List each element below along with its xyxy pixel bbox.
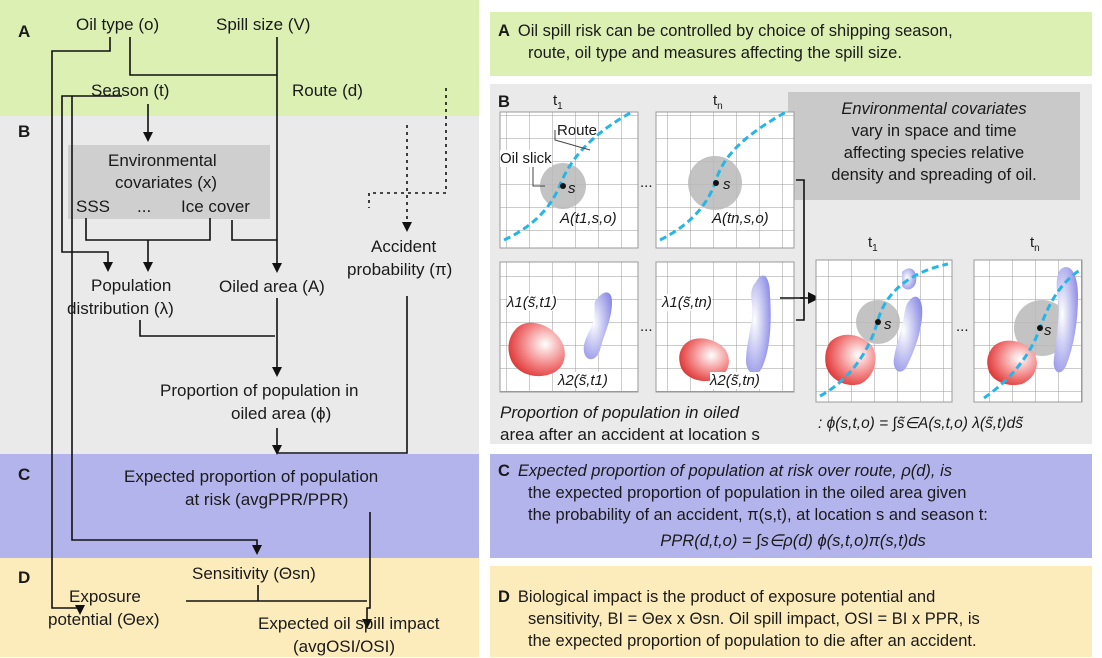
- node-oil-type: Oil type (o): [76, 15, 160, 34]
- flow-connectors: [51, 37, 447, 629]
- env-note-line4: density and spreading of oil.: [831, 166, 1037, 184]
- env-covariates-note: [788, 92, 1080, 200]
- map-species-t1: [499, 261, 639, 393]
- label-area-tn: A(tn,s,o): [712, 210, 769, 227]
- box-d-line3: the expected proportion of population to…: [528, 632, 977, 650]
- label-lambda1-tn: λ1(s̃,tn): [662, 294, 712, 311]
- label-lambda1-t1: λ1(s̃,t1): [507, 294, 557, 311]
- env-ellipsis: ...: [137, 197, 152, 216]
- node-exposure-potential-1: Exposure: [69, 587, 141, 606]
- dots-bottom: ...: [640, 318, 653, 335]
- env-covariates-title-1: Environmental: [108, 151, 217, 170]
- node-spill-size: Spill size (V): [216, 15, 311, 34]
- node-oiled-area: Oiled area (A): [219, 277, 325, 296]
- node-sensitivity: Sensitivity (Θsn): [192, 564, 316, 583]
- box-b-caption-line1: Proportion of population in oiled: [500, 403, 740, 422]
- label-t1-top: t1: [553, 92, 563, 112]
- box-a-letter: A: [498, 22, 510, 40]
- label-oil-slick: Oil slick: [500, 150, 552, 167]
- box-d-line1: Biological impact is the product of expo…: [517, 588, 936, 606]
- node-population-distribution-1: Population: [91, 276, 172, 295]
- label-s-t1: s: [568, 180, 576, 197]
- box-c-line3: the probability of an accident, π(s,t), …: [528, 506, 988, 524]
- node-accident-probability-1: Accident: [371, 237, 437, 256]
- box-d: [490, 566, 1092, 657]
- label-lambda2-tn: λ2(s̃,tn): [710, 372, 760, 389]
- map-species-tn: [655, 261, 795, 393]
- box-a-text: A Oil spill risk can be controlled by cho…: [498, 20, 1088, 64]
- node-impact-2: (avgOSI/OSI): [293, 637, 396, 656]
- box-d-line2: sensitivity, BI = Θex x Θsn. Oil spill i…: [528, 610, 980, 628]
- label-tn-top: tn: [713, 92, 723, 112]
- env-note-line2: vary in space and time: [851, 122, 1017, 140]
- label-s-comb-tn: s: [1044, 322, 1052, 339]
- map-combined-tn: [973, 259, 1083, 403]
- box-c-text: C Expected proportion of population at ri…: [498, 460, 1088, 526]
- label-tn-mid: tn: [1030, 234, 1040, 254]
- map-route-tn: [655, 110, 795, 249]
- box-b-caption-line2: area after an accident at location s: [500, 425, 760, 444]
- label-lambda2-t1: λ2(s̃,t1): [558, 372, 608, 389]
- box-c-formula: PPR(d,t,o) = ∫s∈ρ(d) ϕ(s,t,o)π(s,t)ds: [660, 532, 926, 550]
- env-note-line1: Environmental covariates: [841, 100, 1027, 118]
- box-a: [490, 12, 1092, 76]
- node-season: Season (t): [91, 81, 170, 100]
- label-s-comb-t1: s: [884, 316, 892, 333]
- env-sss: SSS: [76, 197, 111, 216]
- env-covariates-note-text: Environmental covariates vary in space a…: [788, 98, 1080, 186]
- box-c: [490, 454, 1092, 558]
- section-label-d: D: [18, 568, 31, 587]
- box-c-line1: Expected proportion of population at ris…: [517, 462, 953, 480]
- node-impact-1: Expected oil spill impact: [258, 614, 440, 633]
- node-route: Route (d): [292, 81, 363, 100]
- label-route: Route: [557, 122, 598, 139]
- section-label-b: B: [18, 122, 31, 141]
- dots-combined: ...: [956, 318, 969, 335]
- box-a-line1: Oil spill risk can be controlled by choi…: [517, 22, 953, 40]
- box-c-letter: C: [498, 462, 510, 480]
- env-covariates-box: [68, 145, 270, 219]
- box-b-formula: : ϕ(s,t,o) = ∫s̃∈A(s,t,o) λ(s̃,t)ds̃: [818, 415, 1023, 432]
- env-ice-cover: Ice cover: [181, 197, 250, 216]
- map-route-t1: [499, 110, 639, 249]
- node-proportion-2: oiled area (ϕ): [231, 404, 332, 423]
- env-covariates-title-2: covariates (x): [115, 173, 218, 192]
- section-label-a: A: [18, 22, 31, 41]
- box-b-letter: B: [498, 93, 510, 111]
- node-expected-proportion-2: at risk (avgPPR/PPR): [185, 490, 349, 509]
- node-exposure-potential-2: potential (Θex): [48, 610, 160, 629]
- node-proportion-1: Proportion of population in: [160, 381, 359, 400]
- box-d-letter: D: [498, 588, 510, 606]
- box-d-text: D Biological impact is the product of exp…: [498, 586, 1088, 652]
- label-s-tn: s: [723, 176, 731, 193]
- box-a-line2: route, oil type and measures affecting t…: [528, 44, 902, 62]
- dots-top: ...: [640, 174, 653, 191]
- box-c-line2: the expected proportion of population in…: [528, 484, 967, 502]
- label-t1-mid: t1: [868, 234, 878, 254]
- section-label-c: C: [18, 465, 31, 484]
- node-expected-proportion-1: Expected proportion of population: [124, 467, 379, 486]
- box-b-caption: Proportion of population in oiled area a…: [500, 402, 760, 446]
- label-area-t1: A(t1,s,o): [560, 210, 617, 227]
- env-note-line3: affecting species relative: [843, 144, 1025, 162]
- map-combined-t1: [815, 259, 953, 403]
- node-population-distribution-2: distribution (λ): [67, 299, 174, 318]
- node-accident-probability-2: probability (π): [347, 260, 453, 279]
- maps-illustration: [499, 110, 1083, 403]
